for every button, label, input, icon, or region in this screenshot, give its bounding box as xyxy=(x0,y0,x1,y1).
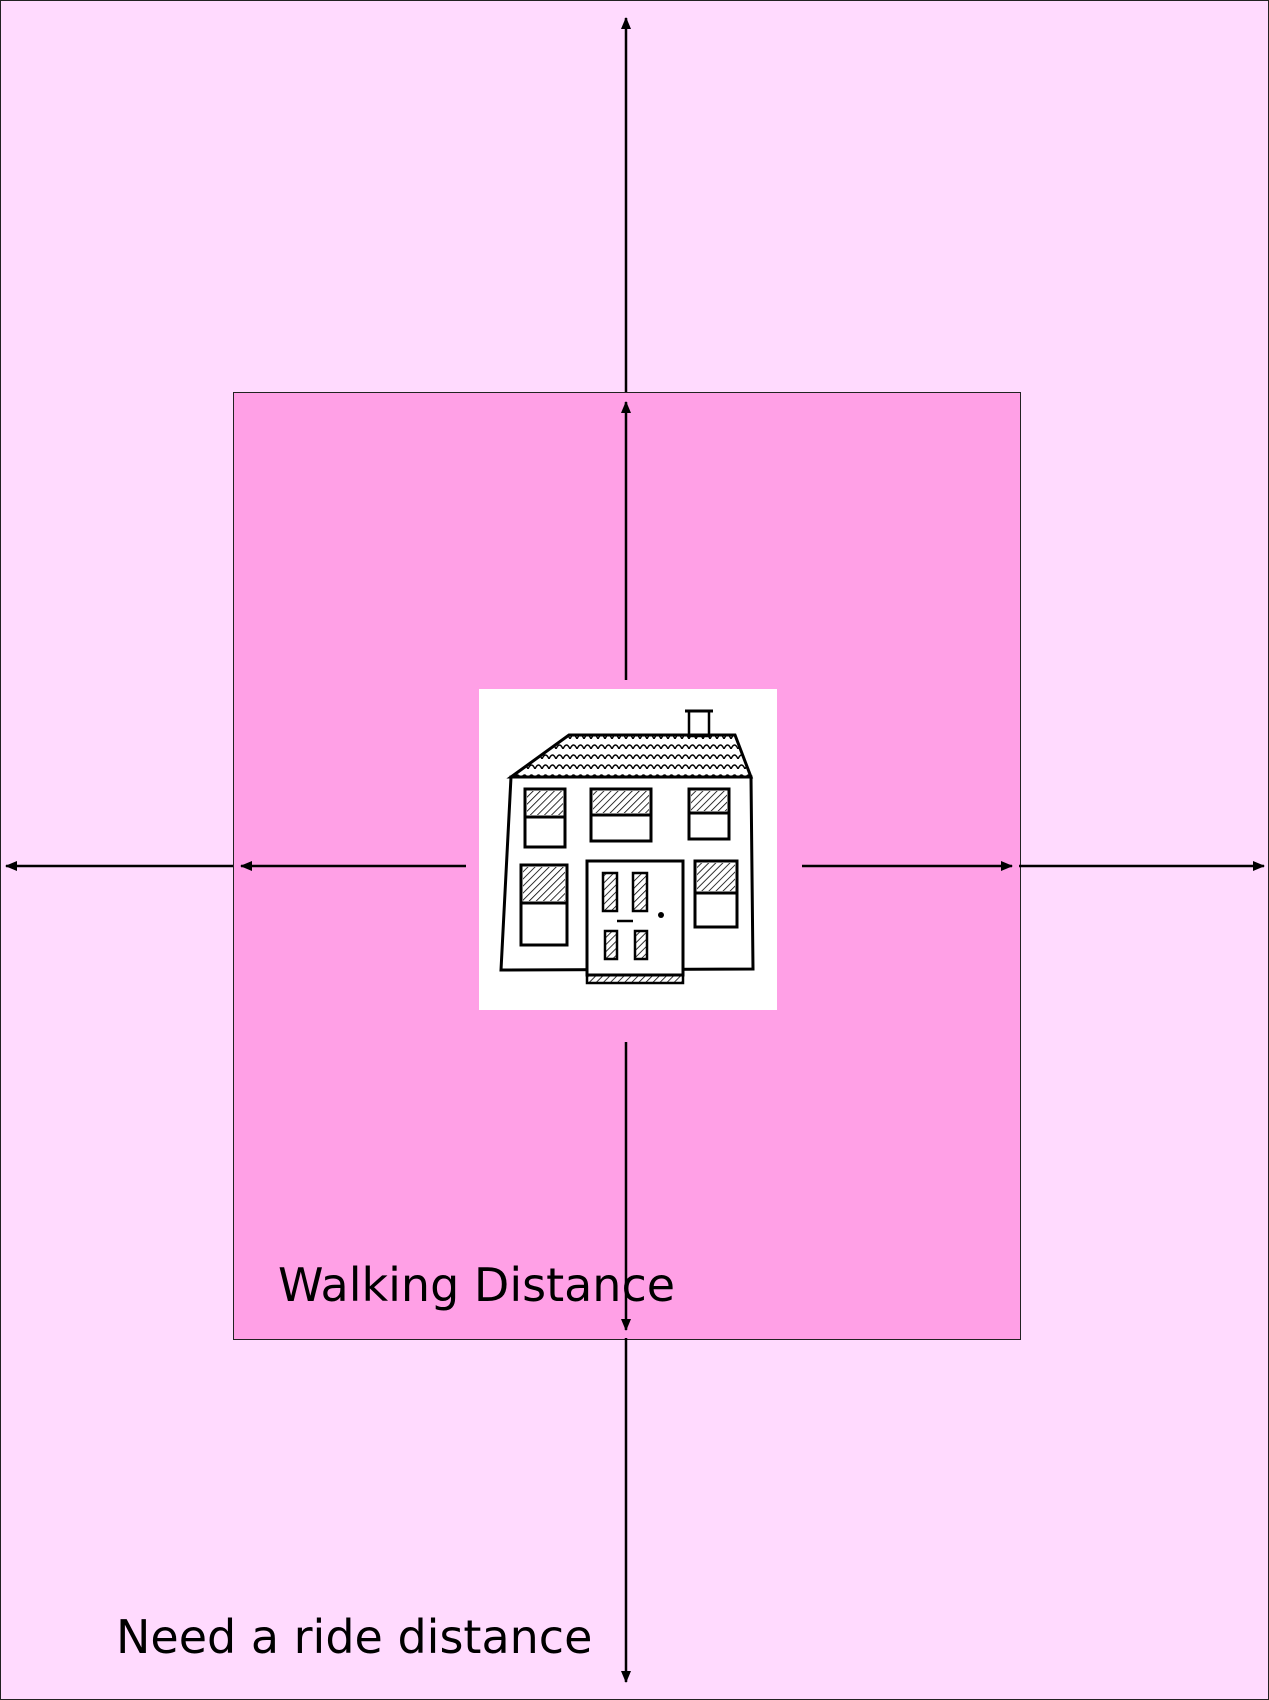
walking-distance-label: Walking Distance xyxy=(278,1262,675,1308)
ride-distance-label: Need a ride distance xyxy=(116,1614,592,1660)
